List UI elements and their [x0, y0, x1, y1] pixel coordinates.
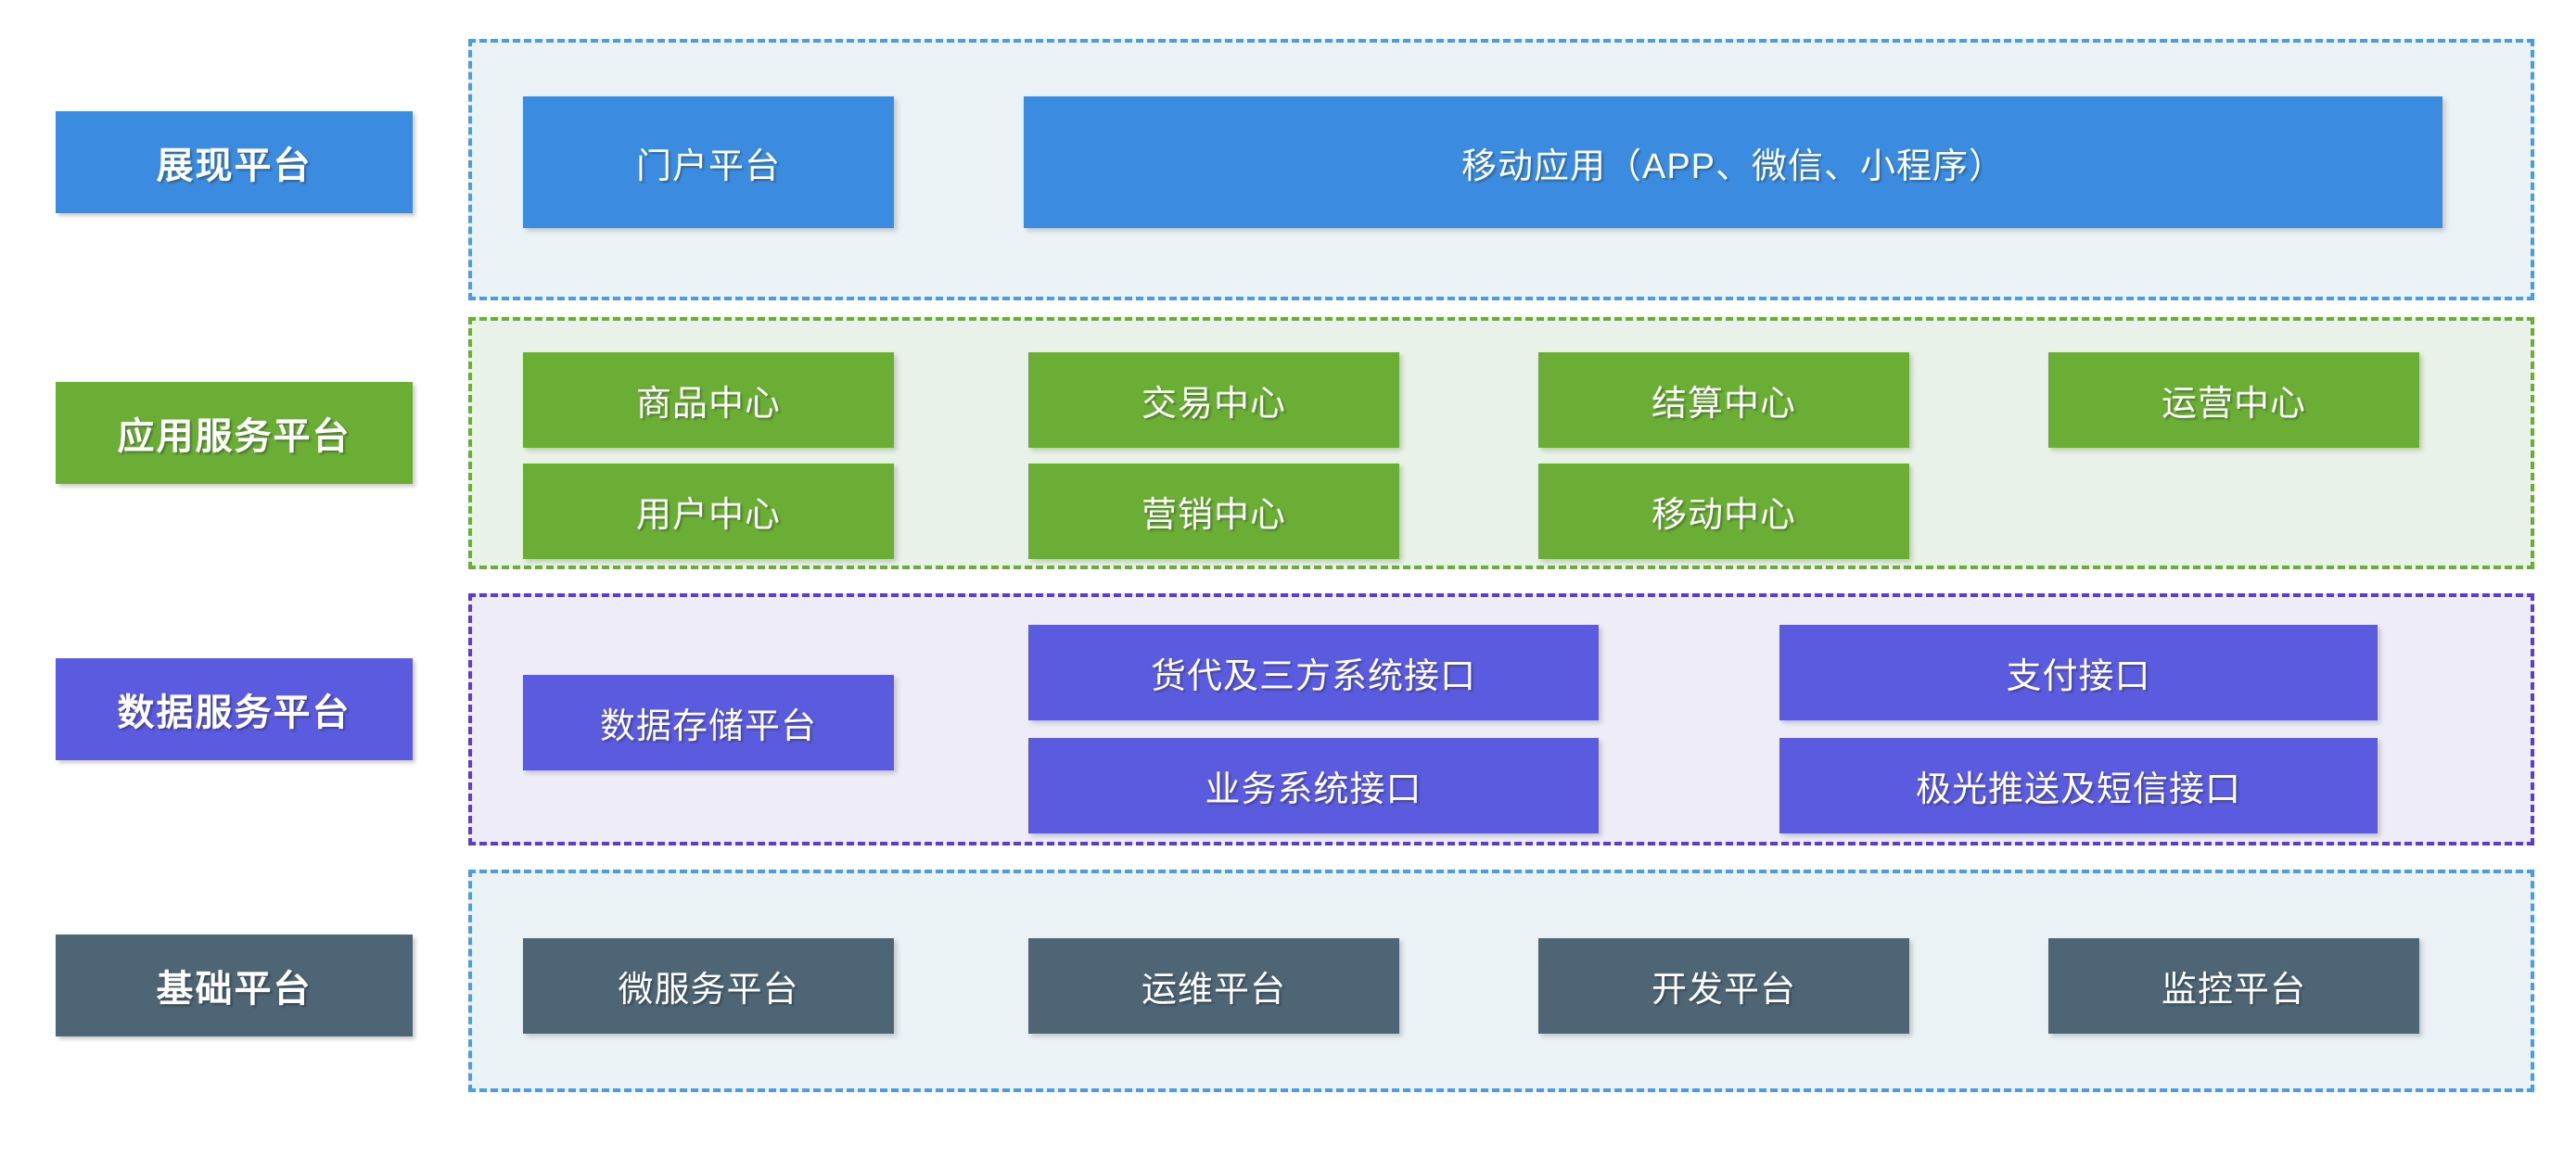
- tier-label-application[interactable]: 应用服务平台: [56, 382, 413, 484]
- node-data-storage-platform[interactable]: 数据存储平台: [523, 675, 894, 770]
- tier-panel-data: 数据存储平台 货代及三方系统接口 支付接口 业务系统接口 极光推送及短信接口: [468, 593, 2534, 846]
- node-portal-platform[interactable]: 门户平台: [523, 96, 894, 228]
- tier-label-infrastructure[interactable]: 基础平台: [56, 934, 413, 1036]
- node-transaction-center[interactable]: 交易中心: [1028, 352, 1399, 448]
- node-user-center[interactable]: 用户中心: [523, 464, 894, 559]
- node-jpush-and-sms-interface[interactable]: 极光推送及短信接口: [1779, 738, 2378, 833]
- tier-panel-infrastructure: 微服务平台 运维平台 开发平台 监控平台: [468, 870, 2534, 1092]
- node-business-system-interface[interactable]: 业务系统接口: [1028, 738, 1599, 833]
- node-marketing-center[interactable]: 营销中心: [1028, 464, 1399, 559]
- node-payment-interface[interactable]: 支付接口: [1779, 625, 2378, 720]
- node-product-center[interactable]: 商品中心: [523, 352, 894, 448]
- node-mobile-center[interactable]: 移动中心: [1538, 464, 1909, 559]
- node-settlement-center[interactable]: 结算中心: [1538, 352, 1909, 448]
- node-mobile-applications[interactable]: 移动应用（APP、微信、小程序）: [1024, 96, 2442, 228]
- tier-label-data[interactable]: 数据服务平台: [56, 658, 413, 760]
- tier-panel-presentation: 门户平台 移动应用（APP、微信、小程序）: [468, 39, 2534, 300]
- node-operations-center[interactable]: 运营中心: [2048, 352, 2419, 448]
- tier-panel-application: 商品中心 交易中心 结算中心 运营中心 用户中心 营销中心 移动中心: [468, 317, 2534, 569]
- node-development-platform[interactable]: 开发平台: [1538, 938, 1909, 1034]
- node-freight-and-third-party-interface[interactable]: 货代及三方系统接口: [1028, 625, 1599, 720]
- node-monitoring-platform[interactable]: 监控平台: [2048, 938, 2419, 1034]
- node-microservice-platform[interactable]: 微服务平台: [523, 938, 894, 1034]
- tier-label-presentation[interactable]: 展现平台: [56, 111, 413, 213]
- node-ops-platform[interactable]: 运维平台: [1028, 938, 1399, 1034]
